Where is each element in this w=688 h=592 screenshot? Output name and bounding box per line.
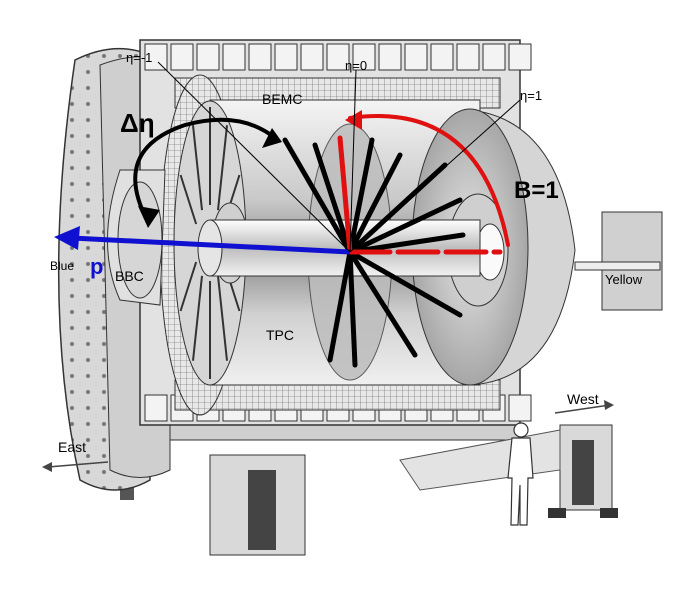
endwheel-spoke [179,174,198,225]
magnet-tile [326,43,350,71]
magnet-tile [144,43,168,71]
proton-label: p [90,254,103,279]
person-silhouette-icon [507,422,534,526]
magnet-tile [274,43,298,71]
proton-beam-arrow [54,226,351,255]
west-label: West [567,391,599,407]
west-arrow [554,400,614,414]
magnet-tile [482,43,506,71]
bbc-label: BBC [115,268,144,284]
track [347,197,463,255]
yellow-beam-label: Yellow [605,272,643,287]
endwheel-spoke [217,125,228,211]
endwheel-spoke [192,275,203,361]
track [347,152,403,255]
tpc-label: TPC [266,327,294,343]
endwheel-spoke [192,125,203,211]
magnet-tile [430,43,454,71]
track [347,249,358,368]
red-tracks [337,110,510,255]
delta-eta-label: Δη [120,108,155,138]
support-structure [120,419,618,556]
b-field-arrowhead [345,110,362,130]
endwheel-spoke [179,261,198,312]
blue-beam-label: Blue [50,259,74,273]
magnet-tile [248,43,272,71]
track [347,232,466,255]
eta-lines [157,61,521,253]
track [347,249,463,318]
bemc-label: BEMC [262,91,302,107]
magnet-tile [170,43,194,71]
b-field-label: B=1 [514,177,559,204]
magnet-tile [300,43,324,71]
magnet-tile [456,43,480,71]
track [312,142,353,255]
yellow-beam-box [574,211,663,311]
magnet-tile [378,43,402,71]
eta-minus-label: η=-1 [126,50,152,65]
magnet-tile [404,43,428,71]
east-label: East [58,439,86,455]
eta-zero-label: η=0 [345,58,367,73]
magnet-tile [222,43,246,71]
b-field-arc [348,114,510,247]
track [282,137,353,255]
endwheel-spoke [217,275,228,361]
track [347,249,418,358]
track [327,249,353,363]
magnet-tile [508,43,532,71]
east-arrow [42,461,109,472]
magnet-tile [196,43,220,71]
red-track-vertical [337,135,353,255]
magnet-tile [144,394,168,422]
magnet-tile [352,43,376,71]
delta-eta-arrow [133,117,282,228]
eta-plus-label: η=1 [520,88,542,103]
track [347,137,375,255]
magnet-tile [508,394,532,422]
